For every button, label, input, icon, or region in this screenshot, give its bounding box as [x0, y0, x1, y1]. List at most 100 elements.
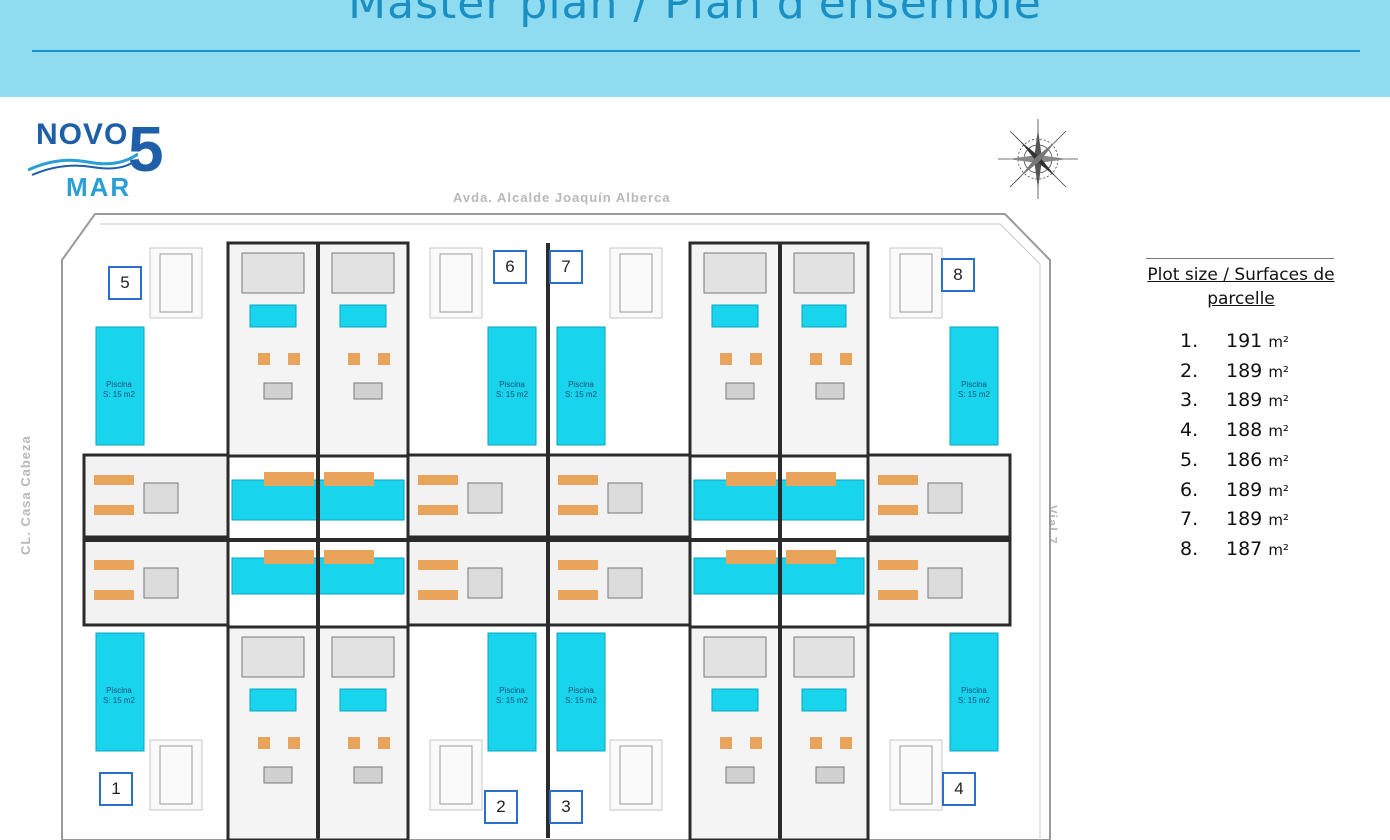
- legend-item-number: 8.: [1180, 537, 1199, 560]
- pool: [487, 632, 537, 752]
- furniture: [348, 353, 360, 365]
- furniture: [378, 737, 390, 749]
- furniture: [418, 475, 458, 485]
- legend-item: 5.186 m²: [1180, 446, 1356, 476]
- bedroom: [793, 636, 855, 678]
- bathroom: [249, 688, 297, 712]
- counter: [786, 550, 836, 564]
- sofa: [725, 766, 755, 784]
- parking-bay: [609, 739, 663, 811]
- legend-item-unit: m²: [1268, 362, 1289, 381]
- bathroom: [339, 688, 387, 712]
- legend-item-number: 3.: [1180, 389, 1199, 412]
- parking-bay: [149, 247, 203, 319]
- car-outline: [899, 253, 933, 313]
- legend-item-value: 188: [1226, 419, 1263, 442]
- legend-item-unit: m²: [1268, 451, 1289, 470]
- bathroom: [339, 304, 387, 328]
- legend-item-number: 2.: [1180, 359, 1199, 382]
- bathroom: [711, 304, 759, 328]
- unit-group: [82, 241, 1012, 840]
- furniture: [348, 737, 360, 749]
- plot-label-2: 2: [484, 790, 518, 824]
- car-outline: [159, 253, 193, 313]
- pool: [95, 632, 145, 752]
- counter: [264, 550, 314, 564]
- counter: [786, 472, 836, 486]
- pool: [949, 632, 999, 752]
- bedroom: [241, 636, 305, 678]
- bathroom: [711, 688, 759, 712]
- bedroom: [331, 636, 395, 678]
- furniture: [878, 505, 918, 515]
- page-title: Master plan / Plan d'ensemble: [348, 0, 1042, 29]
- furniture: [810, 353, 822, 365]
- furniture: [94, 590, 134, 600]
- plot-label-1: 1: [99, 772, 133, 806]
- furniture: [558, 590, 598, 600]
- furniture: [878, 560, 918, 570]
- bedroom: [467, 567, 503, 599]
- bedroom: [703, 636, 767, 678]
- parking-bay: [609, 247, 663, 319]
- logo-novo-text: NOVO: [36, 118, 129, 151]
- bedroom: [607, 482, 643, 514]
- furniture: [720, 353, 732, 365]
- bathroom: [801, 304, 847, 328]
- bedroom: [793, 252, 855, 294]
- parking-bay: [889, 247, 943, 319]
- bedroom: [241, 252, 305, 294]
- plot-label-6: 6: [493, 250, 527, 284]
- furniture: [750, 353, 762, 365]
- bedroom: [467, 482, 503, 514]
- header-banner: Master plan / Plan d'ensemble: [0, 0, 1390, 97]
- bedroom: [143, 482, 179, 514]
- legend-item-number: 6.: [1180, 478, 1199, 501]
- sofa: [353, 766, 383, 784]
- house-wing: [82, 453, 230, 539]
- pool: [487, 326, 537, 446]
- parking-bay: [149, 739, 203, 811]
- legend-item: 4.188 m²: [1180, 416, 1356, 446]
- legend-item-unit: m²: [1268, 511, 1289, 530]
- legend-item-value: 189: [1226, 508, 1263, 531]
- car-outline: [159, 745, 193, 805]
- furniture: [418, 560, 458, 570]
- bathroom: [801, 688, 847, 712]
- sofa: [815, 382, 845, 400]
- car-outline: [439, 745, 473, 805]
- legend-item-number: 4.: [1180, 419, 1199, 442]
- sofa: [263, 766, 293, 784]
- furniture: [94, 475, 134, 485]
- counter: [726, 472, 776, 486]
- counter: [324, 472, 374, 486]
- wave-icon: [28, 152, 138, 176]
- legend-item: 3.189 m²: [1180, 386, 1356, 416]
- legend-item-number: 7.: [1180, 508, 1199, 531]
- furniture: [840, 353, 852, 365]
- furniture: [878, 590, 918, 600]
- plot-size-legend: Plot size / Surfaces de parcelle 1.191 m…: [1126, 258, 1356, 565]
- parking-bay: [889, 739, 943, 811]
- legend-item-value: 186: [1226, 448, 1263, 471]
- bedroom: [927, 567, 963, 599]
- legend-item-unit: m²: [1268, 540, 1289, 559]
- sofa: [263, 382, 293, 400]
- bedroom: [607, 567, 643, 599]
- house-wing: [866, 538, 1012, 627]
- legend-item-unit: m²: [1268, 333, 1289, 351]
- furniture: [558, 475, 598, 485]
- legend-item-number: 1.: [1180, 330, 1199, 352]
- sofa: [815, 766, 845, 784]
- bathroom: [249, 304, 297, 328]
- furniture: [418, 505, 458, 515]
- furniture: [258, 353, 270, 365]
- car-outline: [899, 745, 933, 805]
- bedroom: [927, 482, 963, 514]
